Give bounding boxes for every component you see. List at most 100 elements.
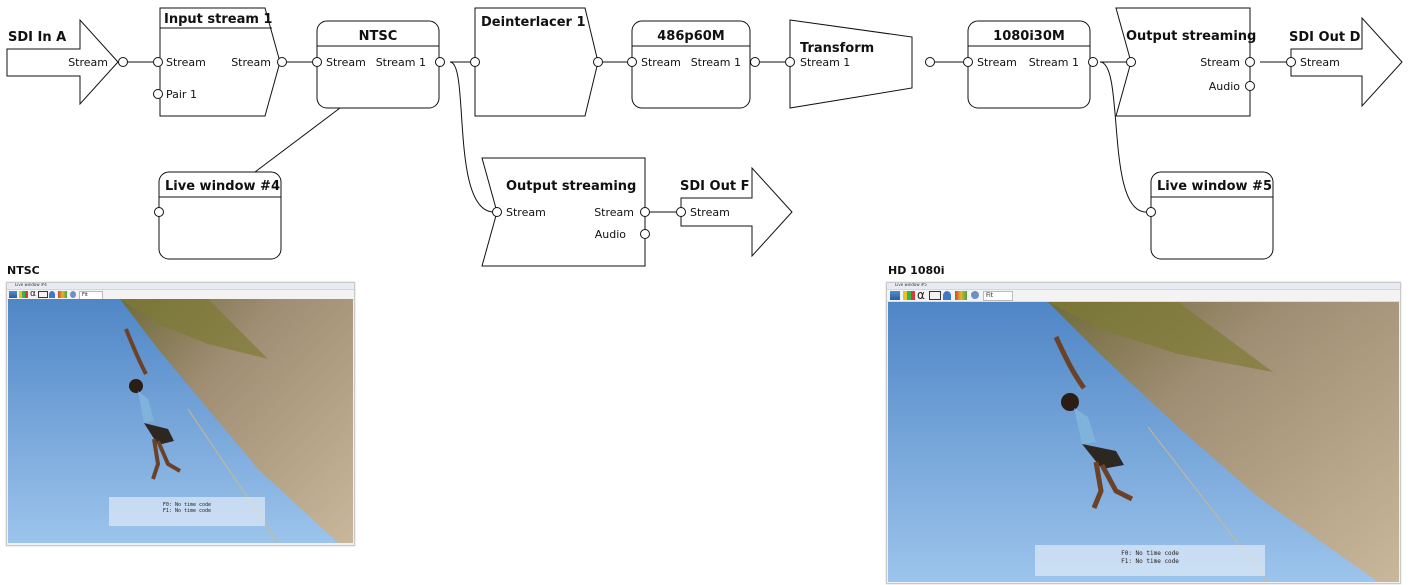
input-port[interactable]: [1126, 57, 1136, 67]
connections: [128, 61, 1286, 213]
input-port[interactable]: [785, 57, 795, 67]
live-window-preview-hd[interactable]: Live window #5 α Fit: [886, 282, 1401, 584]
timecode-f0: F0: No time code: [1121, 550, 1179, 557]
zoom-select[interactable]: Fit: [983, 291, 1013, 301]
output-port[interactable]: [277, 57, 287, 67]
monitor-icon[interactable]: [9, 291, 17, 298]
port-label: Stream: [977, 56, 1017, 69]
settings-icon[interactable]: [971, 291, 979, 299]
node-live-window-4[interactable]: Live window #4: [154, 171, 282, 260]
port-label: Stream 1: [1029, 56, 1079, 69]
window-titlebar: Live window #4: [7, 283, 354, 299]
window-controls[interactable]: [1376, 284, 1398, 299]
window-titlebar: Live window #5: [887, 282, 1400, 299]
port-label: Stream: [166, 56, 206, 69]
node-sdi-out-f[interactable]: SDI Out F Stream: [676, 166, 793, 258]
node-title: 1080i30M: [993, 29, 1065, 44]
output-port[interactable]: [640, 207, 650, 217]
scope-icon[interactable]: [49, 291, 55, 298]
input-port[interactable]: [1286, 57, 1296, 67]
node-1080i30m[interactable]: 1080i30M Stream Stream 1: [963, 20, 1098, 109]
node-output-streaming-f[interactable]: Output streaming Stream Stream Audio: [481, 157, 650, 267]
port-label: Pair 1: [166, 88, 197, 101]
window-title: Live window #5: [895, 282, 927, 287]
palette-icon[interactable]: [58, 291, 67, 298]
port-label: Stream: [641, 56, 681, 69]
input-port[interactable]: [153, 57, 163, 67]
output-port[interactable]: [640, 229, 650, 239]
input-port[interactable]: [492, 207, 502, 217]
live-window-preview-ntsc[interactable]: Live window #4 α Fit: [6, 282, 355, 546]
port-label: Stream: [506, 206, 546, 219]
output-port[interactable]: [1245, 57, 1255, 67]
port-label: Stream 1: [800, 56, 850, 69]
node-title: SDI In A: [8, 30, 66, 45]
input-port[interactable]: [627, 57, 637, 67]
port-label: Stream: [231, 56, 271, 69]
port-label: Stream: [1200, 56, 1240, 69]
node-sdi-out-d[interactable]: SDI Out D Stream: [1286, 16, 1403, 108]
port-label: Audio: [595, 228, 627, 241]
input-port[interactable]: [154, 207, 164, 217]
port-label: Stream: [1300, 56, 1340, 69]
port-label: Stream: [326, 56, 366, 69]
color-bars-icon[interactable]: [19, 291, 28, 298]
output-port[interactable]: [593, 57, 603, 67]
preview-label-ntsc: NTSC: [7, 264, 40, 277]
input-port[interactable]: [963, 57, 973, 67]
alpha-icon[interactable]: α: [917, 288, 925, 302]
input-port[interactable]: [312, 57, 322, 67]
node-sdi-in-a[interactable]: SDI In A Stream: [6, 18, 128, 106]
input-port[interactable]: [1146, 207, 1156, 217]
window-controls[interactable]: [330, 284, 352, 299]
node-title: NTSC: [359, 29, 398, 44]
alpha-icon[interactable]: α: [30, 289, 36, 299]
timecode-overlay: F0: No time code F1: No time code: [1035, 545, 1265, 576]
pipeline-diagram: SDI In A Stream Input stream 1 Stream Pa…: [6, 7, 1403, 267]
port-label: Stream: [594, 206, 634, 219]
port-label: Stream: [690, 206, 730, 219]
port-label: Audio: [1209, 80, 1241, 93]
output-port[interactable]: [750, 57, 760, 67]
node-title: Live window #5: [1157, 179, 1272, 194]
port-label: Stream 1: [691, 56, 741, 69]
timecode-f1: F1: No time code: [1121, 558, 1179, 565]
node-transform[interactable]: Transform Stream 1: [785, 19, 935, 109]
node-live-window-5[interactable]: Live window #5: [1146, 171, 1274, 260]
port-label: Stream 1: [376, 56, 426, 69]
input-port[interactable]: [676, 207, 686, 217]
palette-icon[interactable]: [955, 291, 967, 300]
node-input-stream-1[interactable]: Input stream 1 Stream Pair 1 Stream: [153, 7, 287, 117]
node-title: SDI Out F: [680, 179, 749, 194]
climber-figure: [1053, 335, 1134, 509]
settings-icon[interactable]: [70, 291, 76, 298]
climber-figure: [124, 328, 182, 480]
node-title: SDI Out D: [1289, 30, 1361, 45]
node-title: 486p60M: [657, 29, 724, 44]
input-port[interactable]: [470, 57, 480, 67]
node-ntsc[interactable]: NTSC Stream Stream 1: [312, 20, 445, 109]
output-port[interactable]: [1245, 81, 1255, 91]
timecode-f1: F1: No time code: [162, 508, 212, 514]
output-port[interactable]: [925, 57, 935, 67]
output-port[interactable]: [1088, 57, 1098, 67]
output-port[interactable]: [118, 57, 128, 67]
node-title: Transform: [800, 41, 874, 56]
scope-icon[interactable]: [943, 291, 951, 300]
input-port[interactable]: [153, 89, 163, 99]
output-port[interactable]: [435, 57, 445, 67]
monitor-icon[interactable]: [890, 291, 900, 300]
preview-label-hd: HD 1080i: [888, 264, 945, 277]
node-output-streaming-d[interactable]: Output streaming Stream Audio: [1115, 7, 1256, 117]
node-deinterlacer-1[interactable]: Deinterlacer 1: [470, 7, 603, 117]
timecode-f0: F0: No time code: [162, 502, 212, 508]
safe-area-icon[interactable]: [929, 291, 941, 300]
video-frame: [888, 302, 1399, 582]
node-title: Output streaming: [506, 179, 636, 194]
node-486p60m[interactable]: 486p60M Stream Stream 1: [627, 20, 760, 109]
node-title: Input stream 1: [164, 12, 272, 27]
timecode-overlay: F0: No time code F1: No time code: [109, 497, 265, 526]
port-label: Stream: [68, 56, 108, 69]
safe-area-icon[interactable]: [38, 291, 48, 298]
color-bars-icon[interactable]: [903, 291, 915, 300]
